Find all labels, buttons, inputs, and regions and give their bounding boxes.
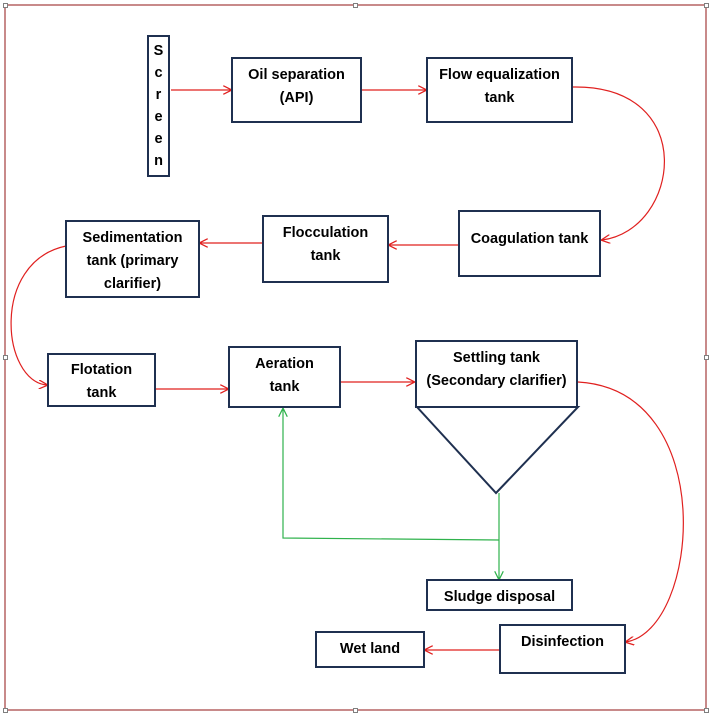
screen-letter: n [154, 153, 163, 169]
flow-equalization-box: Flow equalization tank [426, 57, 573, 123]
screen-letter: c [154, 65, 163, 81]
coagulation-box: Coagulation tank [458, 210, 601, 277]
sludge-disposal-box: Sludge disposal [426, 579, 573, 611]
screen-letter: e [154, 131, 163, 147]
frame-handle-top-middle [353, 3, 358, 8]
frame-handle-top-left [3, 3, 8, 8]
frame-handle-top-right [704, 3, 709, 8]
frame-handle-bottom-middle [353, 708, 358, 713]
frame-handle-middle-left [3, 355, 8, 360]
wet-land-box: Wet land [315, 631, 425, 668]
arrow-equalization-to-coagulation [572, 86, 665, 240]
flotation-box: Flotation tank [47, 353, 156, 407]
screen-box: S c r e e n [147, 35, 170, 177]
screen-letter: e [154, 109, 163, 125]
flocculation-box: Flocculation tank [262, 215, 389, 283]
oil-separation-box: Oil separation (API) [231, 57, 362, 123]
frame-handle-middle-right [704, 355, 709, 360]
arrow-sedimentation-to-flotation [10, 245, 67, 385]
disinfection-box: Disinfection [499, 624, 626, 674]
screen-letter: r [155, 87, 162, 103]
arrow-return-sludge-to-aeration [283, 409, 500, 541]
screen-letter: S [153, 43, 164, 59]
sedimentation-box: Sedimentation tank (primary clarifier) [65, 220, 200, 298]
aeration-box: Aeration tank [228, 346, 341, 408]
arrow-settling-to-disinfection [577, 381, 684, 642]
settling-tank-box: Settling tank (Secondary clarifier) [415, 340, 578, 408]
frame-handle-bottom-right [704, 708, 709, 713]
frame-handle-bottom-left [3, 708, 8, 713]
settling-tank-cone [414, 406, 581, 495]
